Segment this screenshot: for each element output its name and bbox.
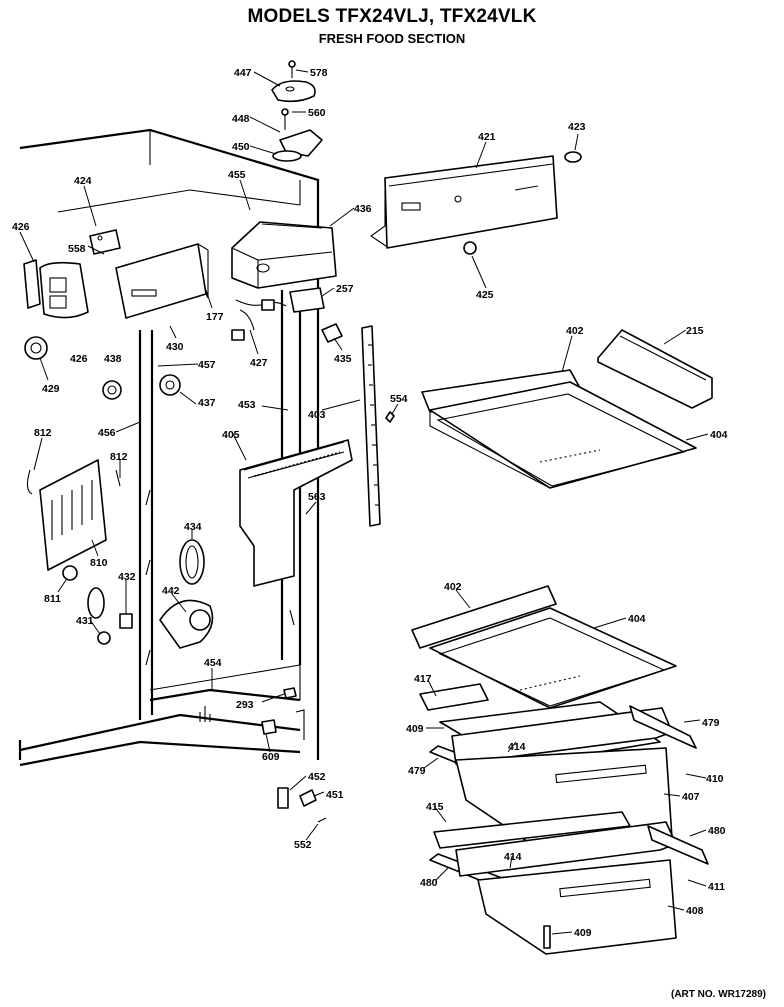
callout-578: 578 [310,67,328,79]
callout-811: 811 [44,593,61,605]
top-hinge-parts [271,60,323,162]
callout-609: 609 [262,751,280,763]
callout-415: 415 [426,801,444,813]
callout-404-lower: 404 [628,613,646,625]
callout-423: 423 [568,121,586,133]
callout-454: 454 [204,657,222,669]
callout-labels: 447 578 448 560 450 455 421 423 424 436 … [12,67,728,939]
callout-438: 438 [104,353,122,365]
upper-shelf-404 [421,329,713,489]
callout-215: 215 [686,325,704,337]
callout-453: 453 [238,399,256,411]
page-subtitle: FRESH FOOD SECTION [318,31,466,46]
callout-431: 431 [76,615,94,627]
callout-405: 405 [222,429,240,441]
callout-425: 425 [476,289,494,301]
callout-812-left: 812 [34,427,52,439]
callout-558: 558 [68,243,86,255]
callout-810: 810 [90,557,108,569]
control-module-430 [23,229,209,400]
callout-293: 293 [236,699,254,711]
control-housing-436 [231,221,337,289]
callout-432: 432 [118,571,136,583]
callout-429: 429 [42,383,60,395]
page-title: MODELS TFX24VLJ, TFX24VLK [247,6,537,27]
callout-456: 456 [98,427,116,439]
shelf-ladder-403 [361,325,395,527]
callout-435: 435 [334,353,352,365]
callout-424: 424 [74,175,92,187]
callout-177: 177 [206,311,224,323]
callout-402-lower: 402 [444,581,462,593]
air-diffuser-405 [159,439,353,649]
crisper-drawers [419,683,709,955]
callout-404-upper: 404 [710,429,728,441]
callout-448: 448 [232,113,250,125]
callout-450: 450 [232,141,250,153]
callout-430: 430 [166,341,184,353]
callout-560: 560 [308,107,326,119]
callout-554: 554 [390,393,408,405]
callout-408: 408 [686,905,704,917]
callout-417: 417 [414,673,432,685]
art-number: (ART NO. WR17289) [670,989,766,1000]
callout-426-top: 426 [12,221,30,233]
callout-414-upper: 414 [508,741,526,753]
callout-480-left: 480 [420,877,438,889]
callout-442: 442 [162,585,180,597]
callout-479-right: 479 [702,717,720,729]
callout-563: 563 [308,491,326,503]
callout-414-lower: 414 [504,851,522,863]
callout-451: 451 [326,789,344,801]
callout-402-upper: 402 [566,325,584,337]
callout-409-lower: 409 [574,927,592,939]
callout-812-right: 812 [110,451,128,463]
callout-257: 257 [336,283,354,295]
callout-403: 403 [308,409,326,421]
callout-457: 457 [198,359,216,371]
callout-410: 410 [706,773,724,785]
heater-810 [26,459,133,645]
callout-480-right: 480 [708,825,726,837]
callout-437: 437 [198,397,216,409]
callout-436: 436 [354,203,372,215]
callout-447: 447 [234,67,252,79]
callout-426-bottom: 426 [70,353,88,365]
bottom-hardware [261,719,327,823]
callout-421: 421 [478,131,496,143]
leader-lines [19,69,709,935]
wiring-harness-427 [231,287,343,343]
light-shield-421 [370,151,582,255]
callout-552: 552 [294,839,312,851]
callout-434: 434 [184,521,202,533]
callout-427: 427 [250,357,268,369]
callout-452: 452 [308,771,326,783]
callout-409-upper: 409 [406,723,424,735]
callout-455: 455 [228,169,246,181]
callout-411: 411 [708,881,725,893]
lower-shelf-404 [411,585,677,709]
callout-407: 407 [682,791,700,803]
callout-479-left: 479 [408,765,426,777]
